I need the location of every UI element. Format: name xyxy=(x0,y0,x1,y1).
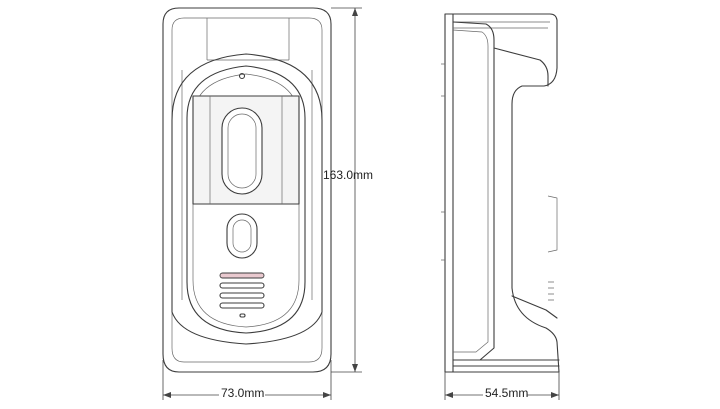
speaker-slot xyxy=(219,302,265,309)
speaker-slot xyxy=(219,292,265,299)
front-shroud xyxy=(171,53,323,345)
call-button xyxy=(226,213,258,259)
speaker-slot xyxy=(219,272,265,279)
side-top-edge xyxy=(453,21,550,29)
side-front-slope xyxy=(452,21,495,361)
faceplate xyxy=(186,65,306,334)
speaker-grille xyxy=(219,272,265,309)
side-camera-bulge xyxy=(547,195,558,253)
front-housing-inner xyxy=(171,17,323,363)
front-housing-outline xyxy=(162,7,332,373)
height-dimension: 163.0mm xyxy=(323,7,373,373)
side-mount-marks xyxy=(441,63,445,261)
front-width-dimension: 73.0mm xyxy=(162,360,332,400)
call-button-inner xyxy=(232,219,252,253)
side-vent-ticks xyxy=(548,281,554,301)
side-depth-dimension: 54.5mm xyxy=(444,372,560,400)
side-back-plate xyxy=(444,13,454,373)
side-body-outline xyxy=(452,13,560,373)
faceplate-inner xyxy=(192,73,300,328)
indicator-led xyxy=(239,313,246,318)
side-depth-label: 54.5mm xyxy=(485,386,528,400)
height-dimension-label: 163.0mm xyxy=(323,168,373,182)
side-shroud-lower xyxy=(511,295,558,319)
side-shroud-curve xyxy=(493,47,549,87)
top-mount-notch xyxy=(206,18,290,61)
camera-lens xyxy=(221,107,263,195)
front-width-label: 73.0mm xyxy=(221,386,264,400)
camera-lens-inner xyxy=(227,113,257,189)
side-view xyxy=(441,13,560,373)
side-base xyxy=(452,359,560,367)
microphone-hole xyxy=(238,72,246,80)
front-view xyxy=(162,7,332,373)
speaker-slot xyxy=(219,282,265,289)
side-front-slope-inner xyxy=(452,29,489,353)
